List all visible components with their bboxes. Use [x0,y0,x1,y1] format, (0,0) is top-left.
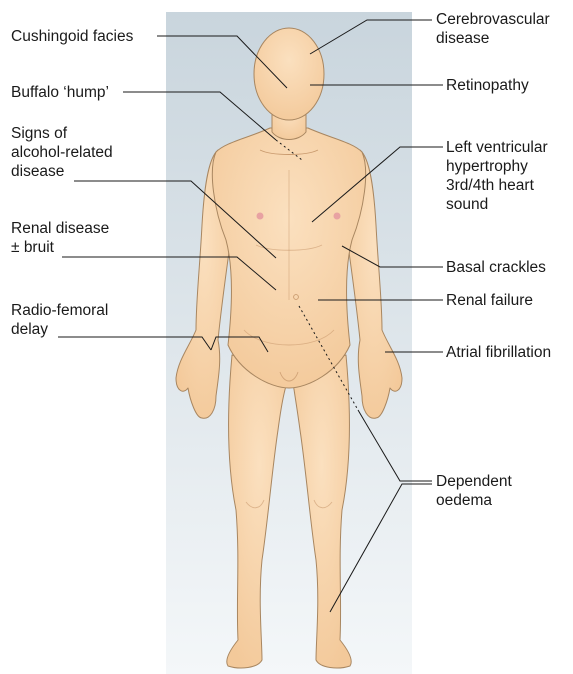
label-basal-crackles: Basal crackles [446,258,546,277]
label-renal-failure: Renal failure [446,291,533,310]
label-retinopathy: Retinopathy [446,76,529,95]
label-renal-disease: Renal disease ± bruit [11,219,109,257]
label-dependent-oedema: Dependent oedema [436,472,512,510]
label-cerebrovascular: Cerebrovascular disease [436,10,550,48]
label-atrial-fibrillation: Atrial fibrillation [446,343,551,362]
label-cushingoid-facies: Cushingoid facies [11,27,133,46]
label-radio-femoral: Radio-femoral delay [11,301,108,339]
left-nipple [257,213,264,220]
head [254,28,324,120]
right-nipple [334,213,341,220]
label-alcohol-related: Signs of alcohol-related disease [11,124,113,181]
label-buffalo-hump: Buffalo ‘hump’ [11,83,109,102]
label-lvh: Left ventricular hypertrophy 3rd/4th hea… [446,138,548,214]
